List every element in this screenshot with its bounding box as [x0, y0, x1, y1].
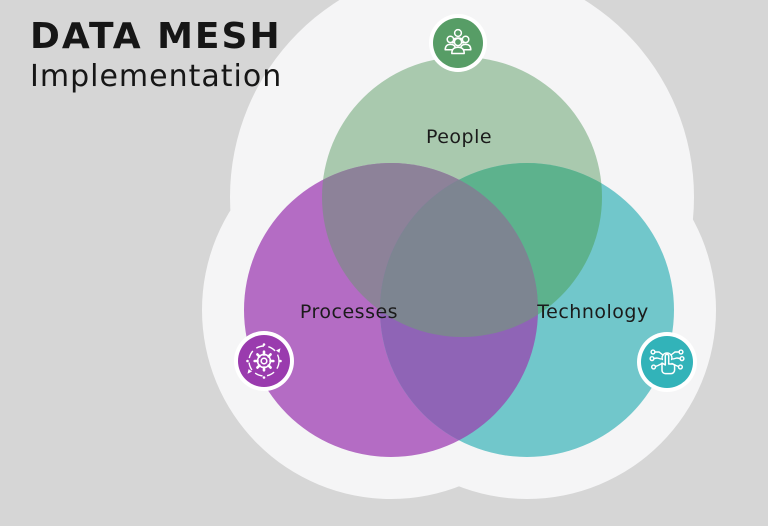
processes-label: Processes [300, 301, 398, 323]
processes-badge [234, 331, 294, 391]
network-touch-icon [649, 349, 685, 375]
title-block: DATA MESH Implementation [30, 16, 282, 95]
technology-badge [637, 332, 697, 392]
page-subtitle: Implementation [30, 59, 283, 95]
processes-badge-fill [238, 335, 290, 387]
people-label: People [426, 126, 492, 148]
page-title: DATA MESH [30, 16, 282, 57]
gear-process-icon [246, 343, 282, 379]
people-badge [429, 14, 487, 72]
people-group-icon [444, 28, 472, 55]
center-overlap [380, 163, 538, 337]
technology-label: Technology [536, 301, 648, 323]
